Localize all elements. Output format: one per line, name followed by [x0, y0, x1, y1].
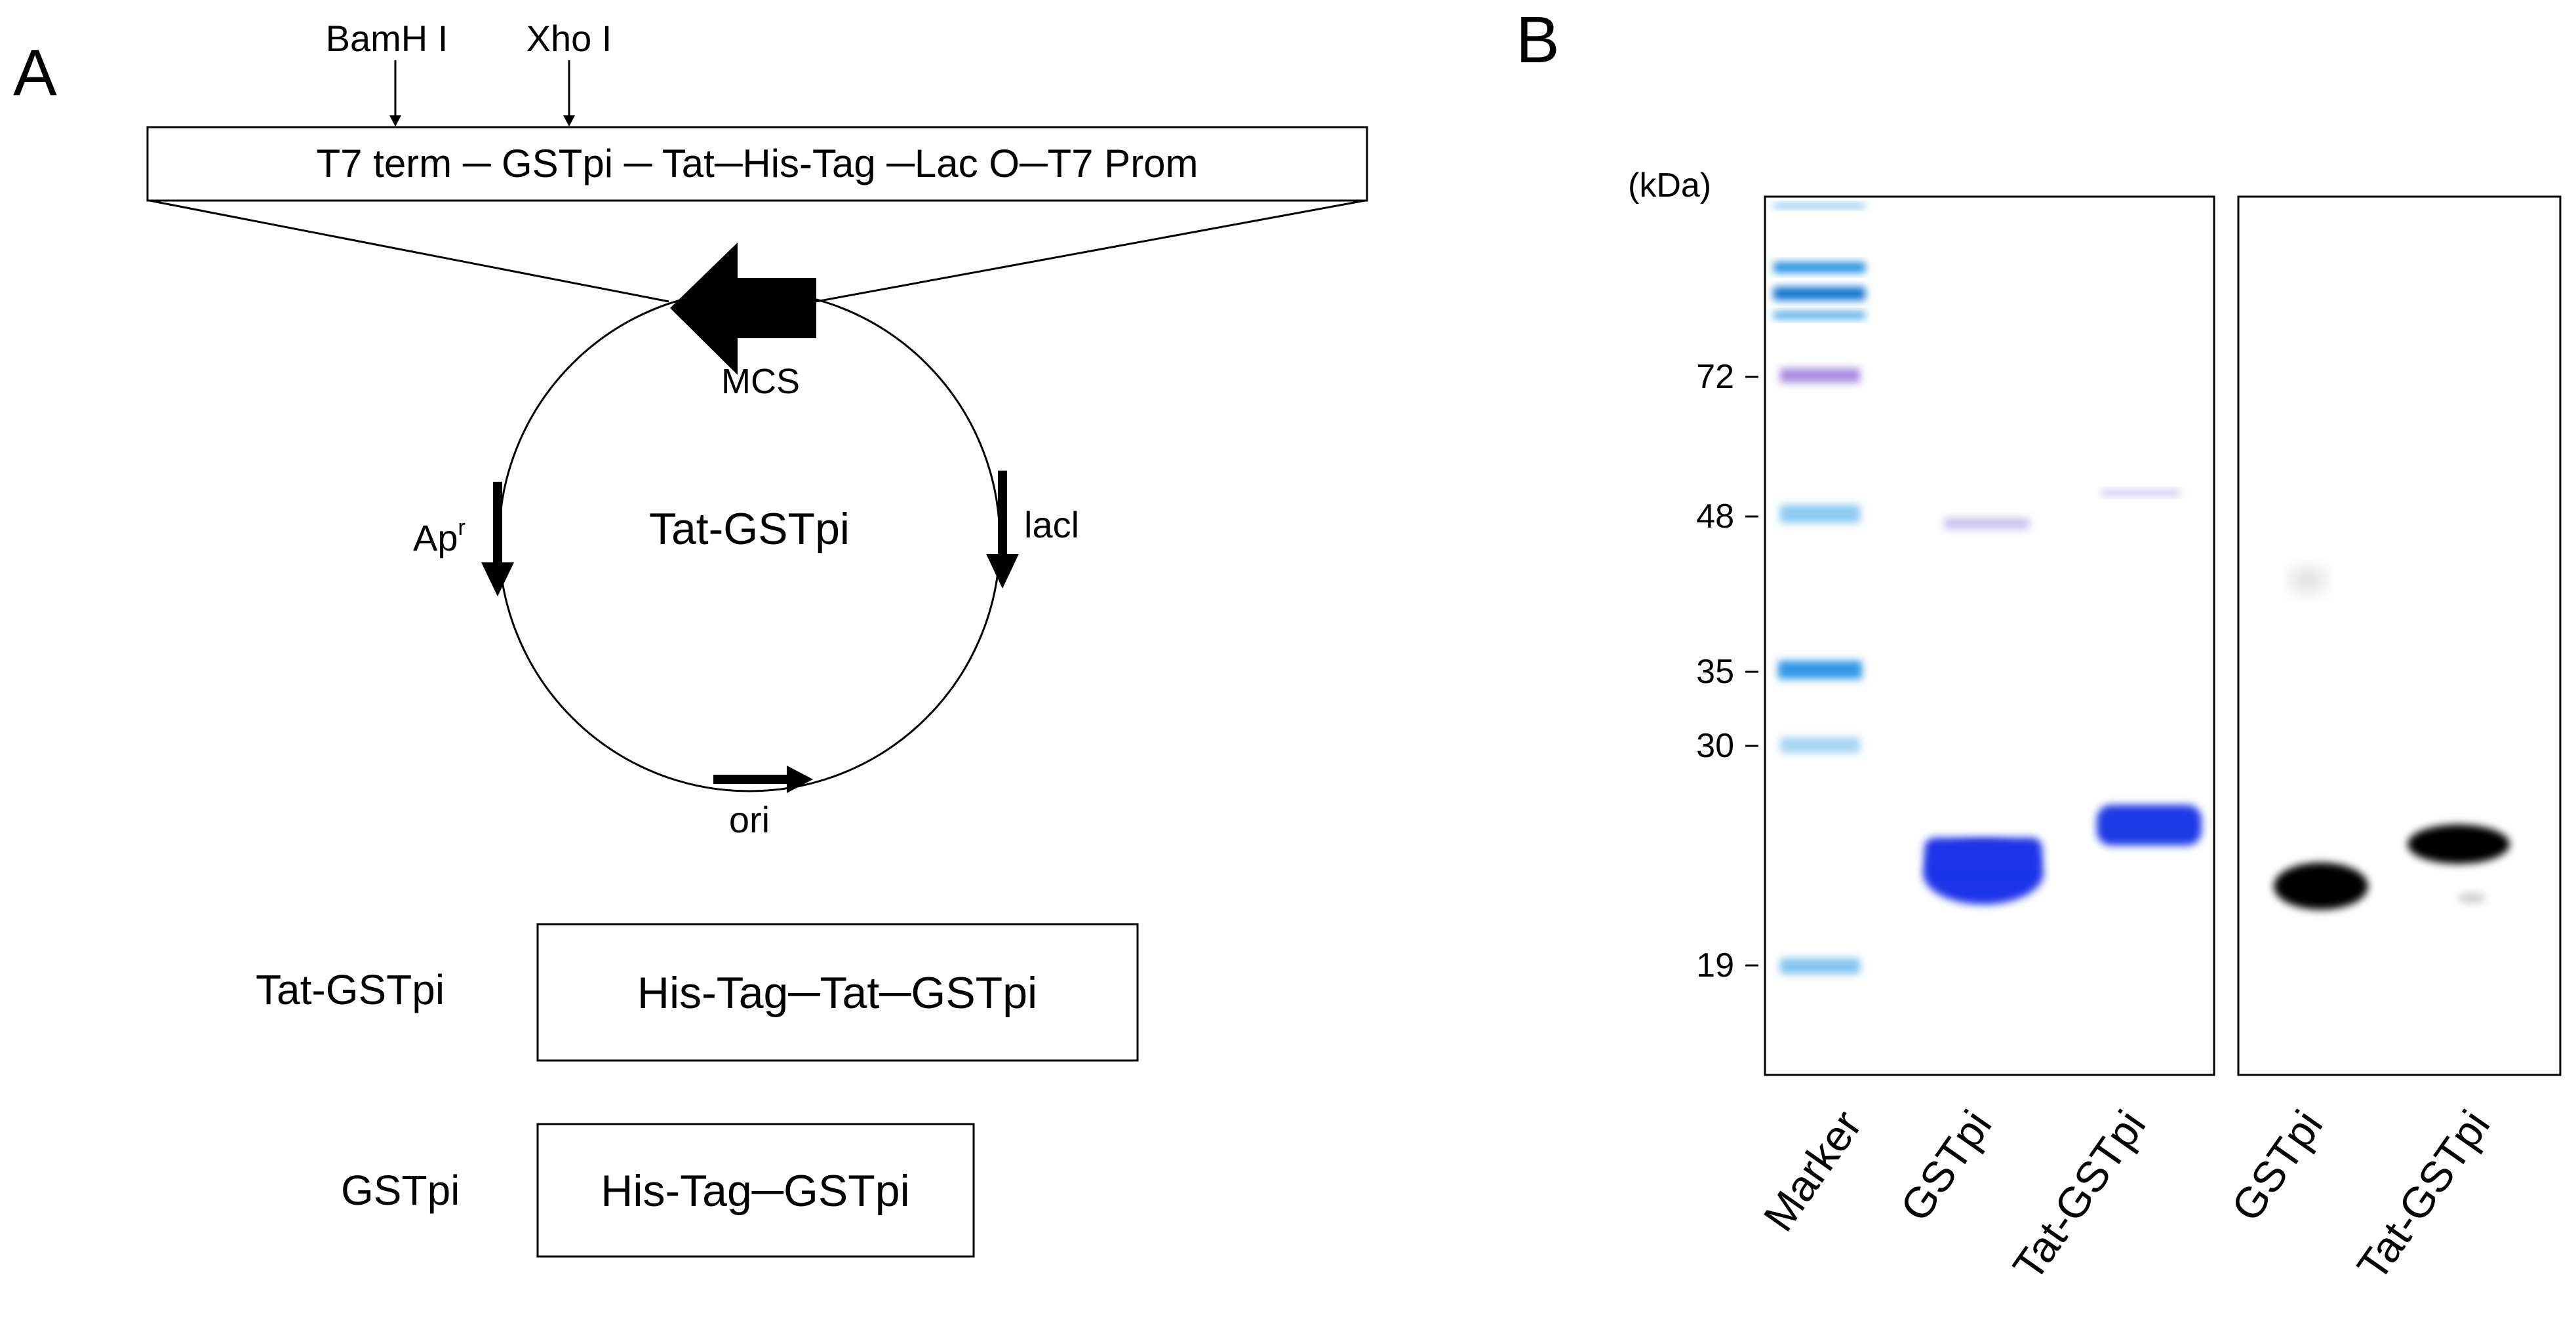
- plasmid-name: Tat-GSTpi: [649, 504, 850, 554]
- amp-arrow-shaft: [493, 482, 502, 566]
- zoom-line-left: [149, 199, 669, 303]
- lacl-arrowhead: [986, 554, 1019, 589]
- construct-box-tat-gstpi: [536, 923, 1139, 1062]
- construct-name-gstpi: GSTpi: [341, 1167, 460, 1214]
- ori-arrow-shaft: [713, 775, 792, 784]
- panel-a-label: A: [13, 36, 57, 109]
- panel-a: A BamH I Xho I T7 term ─ GSTpi ─ Tat─His…: [13, 18, 1368, 1258]
- western-lane-tat-gstpi: [2408, 825, 2510, 903]
- faint-band: [2289, 570, 2326, 591]
- gstpi-western-band: [2274, 863, 2368, 910]
- lane-label-gstpi: GSTpi: [1891, 1102, 2001, 1230]
- mcs-arrow: [670, 243, 816, 375]
- coomassie-lane-tat-gstpi: [2097, 490, 2202, 846]
- western-blot: [2237, 195, 2562, 1076]
- marker-band-19: [1780, 958, 1860, 974]
- lane-label-marker: Marker: [1754, 1102, 1871, 1240]
- faint-band: [2457, 893, 2486, 903]
- construct-name-tat-gstpi: Tat-GSTpi: [256, 966, 445, 1013]
- tat-gstpi-western-band: [2408, 825, 2510, 864]
- mcs-label: MCS: [721, 362, 800, 401]
- marker-lane: [1773, 203, 1865, 974]
- mw-axis: 72 48 35 30 19: [1696, 358, 1758, 984]
- cassette-text: T7 term ─ GSTpi ─ Tat─His-Tag ─Lac O─T7 …: [316, 142, 1198, 185]
- marker-band-48: [1780, 505, 1860, 523]
- lane-label-western-gstpi: GSTpi: [2222, 1102, 2332, 1230]
- zoom-line-right: [816, 199, 1366, 303]
- mw-tick-label-72: 72: [1696, 358, 1734, 396]
- construct-box-text-gstpi: His-Tag─GSTpi: [601, 1166, 909, 1216]
- coomassie-lane-gstpi: [1923, 518, 2044, 905]
- lane-label-western-tat-gstpi: Tat-GSTpi: [2347, 1102, 2499, 1289]
- lane-label-tat-gstpi: Tat-GSTpi: [2003, 1102, 2154, 1289]
- mw-tick-label-48: 48: [1696, 497, 1734, 535]
- lacl-arrow-shaft: [998, 471, 1007, 557]
- panel-b-label: B: [1516, 3, 1560, 77]
- marker-band: [1773, 262, 1865, 273]
- amp-arrowhead: [481, 562, 514, 596]
- kda-unit-label: (kDa): [1628, 166, 1711, 204]
- ori-arrowhead: [787, 766, 813, 793]
- mw-tick-label-35: 35: [1696, 653, 1734, 691]
- marker-band: [1773, 311, 1865, 319]
- marker-band: [1773, 287, 1865, 300]
- xho-site-label: Xho I: [526, 18, 612, 59]
- marker-band: [1773, 203, 1865, 208]
- amp-label: Apr: [413, 515, 466, 558]
- marker-band-35: [1778, 661, 1862, 679]
- construct-box-gstpi: [536, 1123, 975, 1258]
- marker-band-30: [1780, 737, 1860, 753]
- mw-tick-label-19: 19: [1696, 946, 1734, 984]
- mw-tick-label-30: 30: [1696, 727, 1734, 765]
- construct-box-text-tat-gstpi: His-Tag─Tat─GSTpi: [637, 968, 1037, 1018]
- gstpi-band-top: [1924, 838, 2042, 870]
- ori-label: ori: [729, 799, 770, 840]
- tat-gstpi-band: [2097, 805, 2202, 846]
- lacl-label: lacl: [1024, 504, 1079, 545]
- cassette-box: [146, 126, 1368, 202]
- bamh-arrowhead: [389, 115, 401, 127]
- marker-band-72: [1780, 368, 1860, 383]
- panel-b: B (kDa) 72 48 35 30 19: [1516, 3, 2562, 1289]
- faint-band: [1944, 518, 2029, 530]
- western-lane-gstpi: [2274, 570, 2368, 910]
- coomassie-gel: [1764, 195, 2215, 1076]
- xho-arrowhead: [563, 115, 575, 127]
- bamh-site-label: BamH I: [326, 18, 448, 59]
- faint-band: [2101, 490, 2180, 496]
